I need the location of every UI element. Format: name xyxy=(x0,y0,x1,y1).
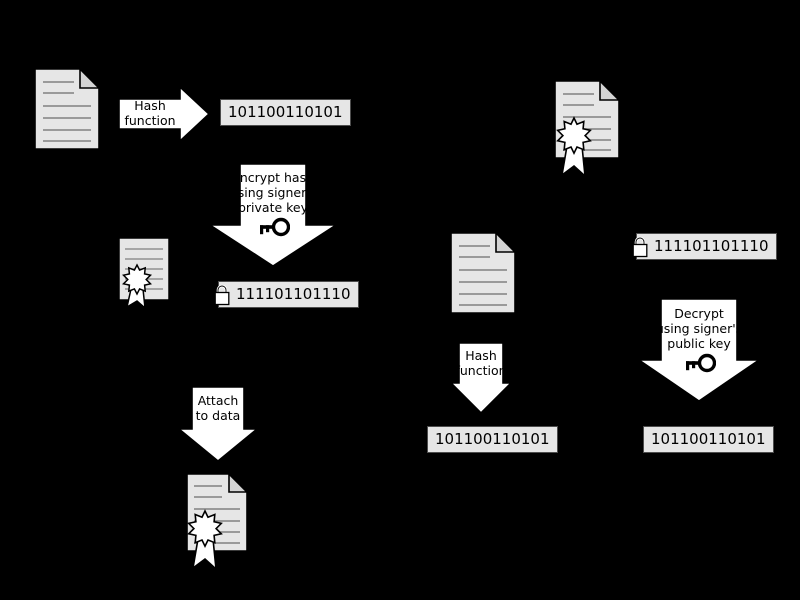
signed-document-icon-output xyxy=(186,473,248,571)
encrypted-hash-verify-text: 111101101110 xyxy=(654,237,769,255)
attach-to-data-arrow: Attach to data xyxy=(178,386,258,462)
received-signed-document-icon xyxy=(554,80,620,178)
decrypted-hash-chip: 101100110101 xyxy=(643,426,774,453)
encrypted-hash-chip-verification: 111101101110 xyxy=(632,233,777,260)
encrypt-hash-arrow: Encrypt hash using signer's private key xyxy=(209,163,337,267)
hash-value-text: 101100110101 xyxy=(220,99,351,126)
padlock-icon-signing xyxy=(214,284,230,305)
encrypted-hash-chip-signing: 111101101110 xyxy=(214,281,359,308)
hash-function-arrow-verification: Hash function xyxy=(450,342,512,414)
data-document-icon xyxy=(450,232,516,314)
decrypted-hash-text: 101100110101 xyxy=(643,426,774,453)
computed-hash-text: 101100110101 xyxy=(427,426,558,453)
computed-hash-chip: 101100110101 xyxy=(427,426,558,453)
padlock-icon-verification xyxy=(632,236,648,257)
hash-function-arrow-signing: Hash function xyxy=(118,86,210,142)
hash-value-chip-signing: 101100110101 xyxy=(220,99,351,126)
encrypted-hash-text: 111101101110 xyxy=(236,285,351,303)
certificate-small-icon xyxy=(118,237,170,309)
source-document-icon xyxy=(34,68,100,150)
decrypt-arrow: Decrypt using signer's public key xyxy=(638,298,760,402)
